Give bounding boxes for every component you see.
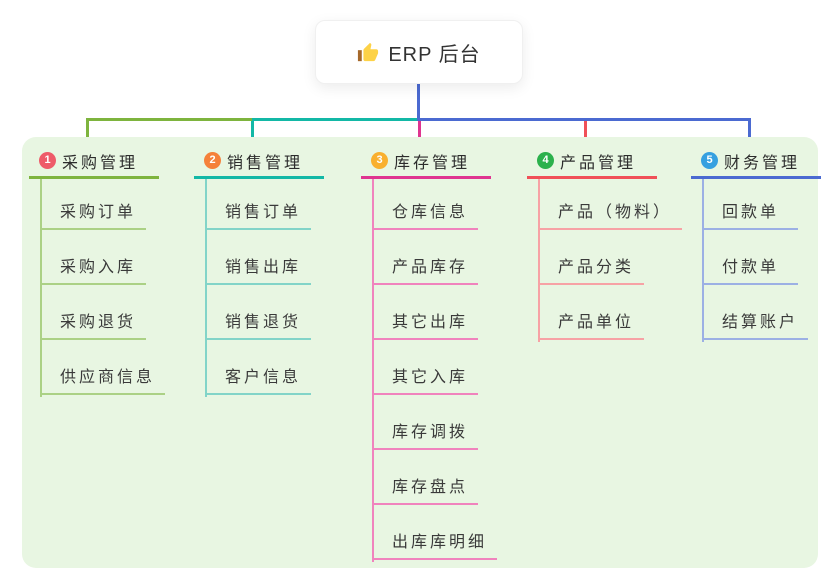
- branch-item[interactable]: 回款单: [702, 175, 798, 230]
- branch-trunk-line: [702, 179, 704, 342]
- branch-items: 回款单付款单结算账户: [702, 175, 809, 340]
- branch-title: 库存管理: [394, 154, 471, 172]
- branch-item[interactable]: 出库库明细: [372, 505, 498, 560]
- branch-title: 产品管理: [560, 154, 637, 172]
- branch-item[interactable]: 产品库存: [372, 230, 479, 285]
- branch-item[interactable]: 库存调拨: [372, 395, 479, 450]
- bus-segment-middle: [252, 118, 419, 121]
- branch-number-badge: 1: [39, 152, 56, 169]
- branch-items: 销售订单销售出库销售退货客户信息: [205, 175, 312, 395]
- branch-title: 销售管理: [227, 154, 304, 172]
- branch-drop-line-3: [417, 121, 421, 147]
- branch-item[interactable]: 采购订单: [40, 175, 147, 230]
- branch-item[interactable]: 客户信息: [205, 340, 312, 395]
- branch-drop-line-5: [747, 118, 751, 147]
- branch-header-1[interactable]: 1 采购管理: [29, 145, 159, 179]
- branch-items: 采购订单采购入库采购退货供应商信息: [40, 175, 166, 395]
- branch-drop-line-4: [583, 121, 587, 147]
- branch-header-4[interactable]: 4 产品管理: [527, 145, 657, 179]
- branch-trunk-line: [205, 179, 207, 397]
- branch-title: 采购管理: [62, 154, 139, 172]
- branch-trunk-line: [40, 179, 42, 397]
- branch-item[interactable]: 销售出库: [205, 230, 312, 285]
- branch-item[interactable]: 销售订单: [205, 175, 312, 230]
- branch-trunk-line: [538, 179, 540, 342]
- branch-item[interactable]: 产品分类: [538, 230, 645, 285]
- root-connector-line: [416, 84, 420, 121]
- bus-segment-right: [419, 118, 751, 121]
- branch-items: 产品（物料）产品分类产品单位: [538, 175, 683, 340]
- branch-item[interactable]: 结算账户: [702, 285, 809, 340]
- branches-panel: 1 采购管理采购订单采购入库采购退货供应商信息 2 销售管理销售订单销售出库销售退货客…: [22, 137, 821, 568]
- branch-item[interactable]: 销售退货: [205, 285, 312, 340]
- branch-title: 财务管理: [724, 154, 801, 172]
- branch-number-badge: 5: [701, 152, 718, 169]
- branch-header-2[interactable]: 2 销售管理: [194, 145, 324, 179]
- branch-header-3[interactable]: 3 库存管理: [361, 145, 491, 179]
- branch-trunk-line: [372, 179, 374, 562]
- branch-item[interactable]: 供应商信息: [40, 340, 166, 395]
- branch-item[interactable]: 其它出库: [372, 285, 479, 340]
- root-node[interactable]: ERP 后台: [315, 20, 523, 84]
- thumbs-up-icon: [358, 42, 379, 62]
- branch-item[interactable]: 仓库信息: [372, 175, 479, 230]
- root-label: ERP 后台: [388, 43, 481, 66]
- branch-item[interactable]: 产品（物料）: [538, 175, 683, 230]
- bus-segment-left: [85, 118, 252, 121]
- branch-drop-line-1: [85, 118, 89, 147]
- branch-item[interactable]: 付款单: [702, 230, 798, 285]
- branch-number-badge: 3: [371, 152, 388, 169]
- branch-drop-line-2: [250, 118, 254, 147]
- branch-item[interactable]: 产品单位: [538, 285, 645, 340]
- branch-item[interactable]: 其它入库: [372, 340, 479, 395]
- branch-item[interactable]: 库存盘点: [372, 450, 479, 505]
- branch-number-badge: 2: [204, 152, 221, 169]
- branch-header-5[interactable]: 5 财务管理: [691, 145, 821, 179]
- branch-item[interactable]: 采购退货: [40, 285, 147, 340]
- branch-number-badge: 4: [537, 152, 554, 169]
- branch-item[interactable]: 采购入库: [40, 230, 147, 285]
- branch-items: 仓库信息产品库存其它出库其它入库库存调拨库存盘点出库库明细: [372, 175, 498, 560]
